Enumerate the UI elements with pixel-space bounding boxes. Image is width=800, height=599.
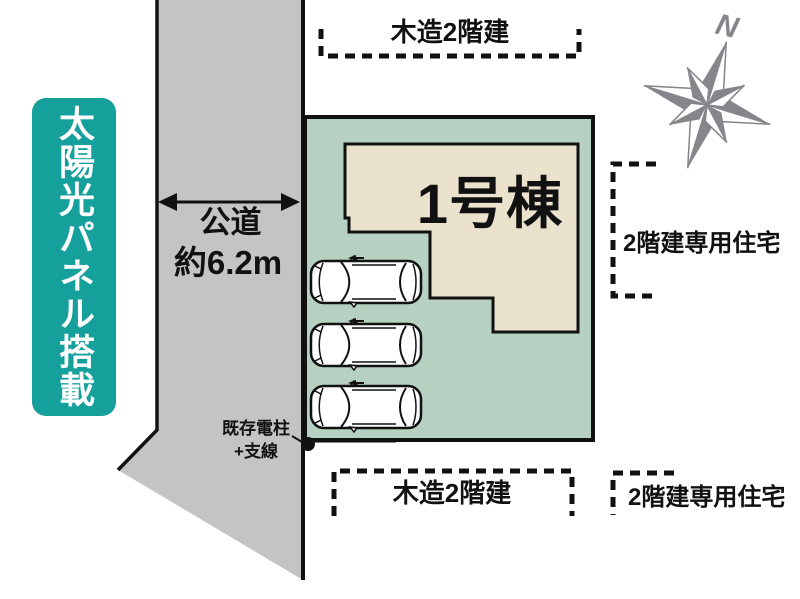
building-number-label: 1号棟 xyxy=(416,172,564,235)
neighbor-outline-bottom xyxy=(331,468,575,516)
car-icon xyxy=(309,318,423,371)
neighbor-outline-right-lower xyxy=(610,470,674,515)
solar-panel-banner: 太陽光パネル搭載 xyxy=(32,98,116,416)
building-footprint xyxy=(343,142,580,334)
road-width-label: 約6.2m xyxy=(173,244,283,281)
road-shape xyxy=(116,0,305,580)
solar-panel-banner-text: 太陽光パネル搭載 xyxy=(54,105,95,409)
utility-pole-dot xyxy=(291,435,396,451)
utility-pole-label-line1: 既存電柱 xyxy=(222,419,290,438)
car-icon xyxy=(309,380,423,433)
neighbor-outline-top xyxy=(318,29,582,59)
neighbor-label-bottom: 木造2階建 xyxy=(392,478,512,508)
compass-rose-icon xyxy=(643,41,771,169)
neighbor-outline-right-upper xyxy=(610,161,656,299)
road-width-arrow xyxy=(158,193,300,211)
neighbor-label-top: 木造2階建 xyxy=(390,17,510,47)
neighbor-label-right-lower: 2階建専用住宅 xyxy=(628,484,786,511)
neighbor-label-right-upper: 2階建専用住宅 xyxy=(623,230,781,257)
utility-pole-label: 既存電柱 +支線 xyxy=(211,418,301,464)
utility-pole-label-line2: +支線 xyxy=(234,441,278,461)
road-name-label: 公道 xyxy=(199,205,262,240)
car-icon xyxy=(309,255,423,308)
